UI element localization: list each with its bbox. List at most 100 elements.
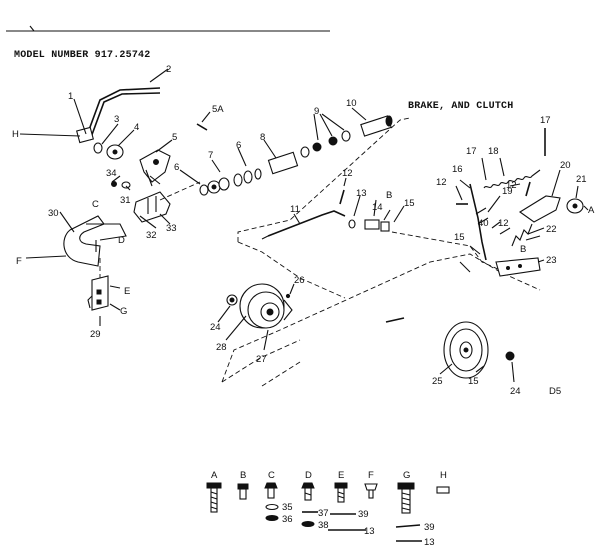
callout-18: 18 [488,146,499,157]
callout-c: C [92,199,99,210]
pin-5a [196,123,208,131]
callout-1: 1 [68,91,73,102]
arm-20 [519,195,561,223]
hardware-item-35 [265,503,279,511]
callout-d: D [118,235,125,246]
callout-g: G [120,306,127,317]
callout-30: 30 [48,208,59,219]
callout-17-top: 17 [540,115,551,126]
bracket-23 [495,257,541,277]
callout-33: 33 [166,223,177,234]
pin-12-right [525,181,531,197]
hardware-item-38 [301,521,315,527]
callout-9: 9 [314,106,319,117]
callout-h: H [12,129,19,140]
legend-letter-c: C [268,470,275,481]
callout-25: 25 [432,376,443,387]
legend-ref-37: 37 [318,508,329,519]
callout-12-center: 12 [342,168,353,179]
washer-31 [121,181,131,189]
callout-7: 7 [208,150,213,161]
hardware-bolt-f [364,483,378,499]
callout-26: 26 [294,275,305,286]
clutch-pulley-27 [239,283,293,329]
link-40 [475,207,489,225]
callout-22: 22 [546,224,557,235]
callout-20: 20 [560,160,571,171]
callout-24-right: 24 [510,386,521,397]
model-number: MODEL NUMBER 917.25742 [14,50,150,61]
callout-4: 4 [134,122,139,133]
callout-32: 32 [146,230,157,241]
callout-29: 29 [90,329,101,340]
legend-letter-b: B [240,470,246,481]
spring-pin-12 [339,189,345,205]
legend-ref-38: 38 [318,520,329,531]
bolt-15-lower [385,317,405,323]
callout-31: 31 [120,195,131,206]
callout-8: 8 [260,132,265,143]
washer-3 [93,142,103,154]
leader-lines [19,68,589,383]
hardware-bolt-e [334,482,348,503]
diagram-code: D5 [549,386,561,397]
legend-ref-13-bottom: 13 [424,537,435,548]
callout-21: 21 [576,174,587,185]
callout-6-left: 6 [174,162,179,173]
callout-27: 27 [256,354,267,365]
callout-40: 40 [478,218,489,229]
brake-band-30 [63,215,127,282]
shaft-stack [199,115,393,196]
callout-12-mid: 12 [498,218,509,229]
shift-lever [76,87,161,144]
callout-15-right: 15 [454,232,465,243]
hardware-item-36 [265,515,279,521]
block-14 [364,219,380,230]
rod-16 [469,183,487,261]
callout-11: 11 [290,204,300,215]
top-rule-tick [29,25,35,32]
callout-b-right: B [520,244,526,255]
hardware-bolt-b [237,483,249,500]
hardware-bolt-g [397,482,415,514]
callout-5: 5 [172,132,177,143]
legend-letter-d: D [305,470,312,481]
legend-ref-35: 35 [282,502,293,513]
block-33 [133,191,171,223]
callout-12-right: 12 [506,180,517,191]
callout-15-center: 15 [404,198,415,209]
rod-11 [267,210,346,237]
legend-letter-g: G [403,470,410,481]
callout-16: 16 [452,164,463,175]
spring-18 [483,169,541,189]
callout-3: 3 [114,114,119,125]
legend-ref-39-bottom: 39 [424,522,435,533]
legend-ref-13-top: 13 [364,526,375,537]
callout-17-left: 17 [466,146,477,157]
callout-14: 14 [372,202,383,213]
callout-f: F [16,256,22,267]
callout-28: 28 [216,342,227,353]
bolt-34 [111,181,117,187]
callout-labels: 1 2 3 4 5 5A 6 6 7 8 9 10 11 12 12 12 12… [12,64,595,397]
bracket-29 [87,275,109,311]
callout-34: 34 [106,168,117,179]
callout-e: E [124,286,130,297]
callout-12-left: 12 [436,177,447,188]
washer-13 [348,219,356,229]
hardware-bolt-a [206,482,222,513]
callout-2: 2 [166,64,171,75]
callout-10: 10 [346,98,357,109]
callout-6-right: 6 [236,140,241,151]
callout-24-left: 24 [210,322,221,333]
legend-letter-e: E [338,470,344,481]
hardware-bolt-c [264,482,278,499]
legend-letter-f: F [368,470,374,481]
callout-b-center: B [386,190,392,201]
section-title: BRAKE, AND CLUTCH [408,101,513,112]
callout-13: 13 [356,188,367,199]
legend-ref-36: 36 [282,514,293,525]
idler-pulley-25 [443,321,489,379]
callout-23: 23 [546,255,557,266]
